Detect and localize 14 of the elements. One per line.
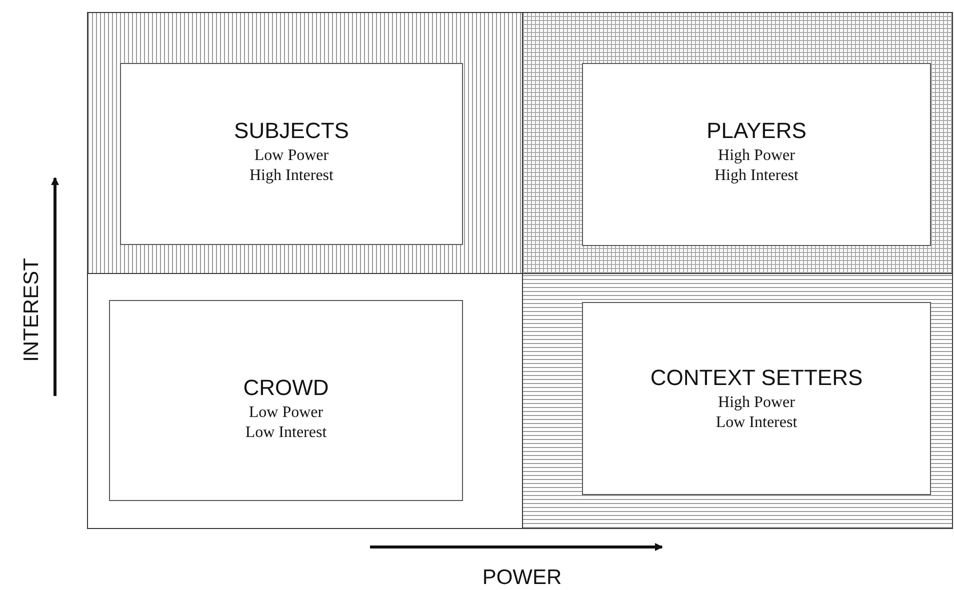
quadrant-box <box>109 300 463 501</box>
quadrant-box <box>582 302 931 495</box>
axis-label: POWER <box>482 566 562 590</box>
quadrant-title: CROWD <box>243 375 329 401</box>
axis-label: INTEREST <box>20 258 44 362</box>
quadrant-title: PLAYERS <box>706 118 806 144</box>
quadrant-description: High Power Low Interest <box>714 393 798 433</box>
quadrant-box <box>120 63 463 245</box>
quadrant-title: SUBJECTS <box>234 118 349 144</box>
quadrant-title: CONTEXT SETTERS <box>650 365 863 391</box>
quadrant-description: High Power High Interest <box>714 146 800 186</box>
quadrant-description: Low Power High Interest <box>248 146 334 186</box>
quadrant-box <box>582 63 931 246</box>
quadrant-description: Low Power Low Interest <box>244 403 328 443</box>
